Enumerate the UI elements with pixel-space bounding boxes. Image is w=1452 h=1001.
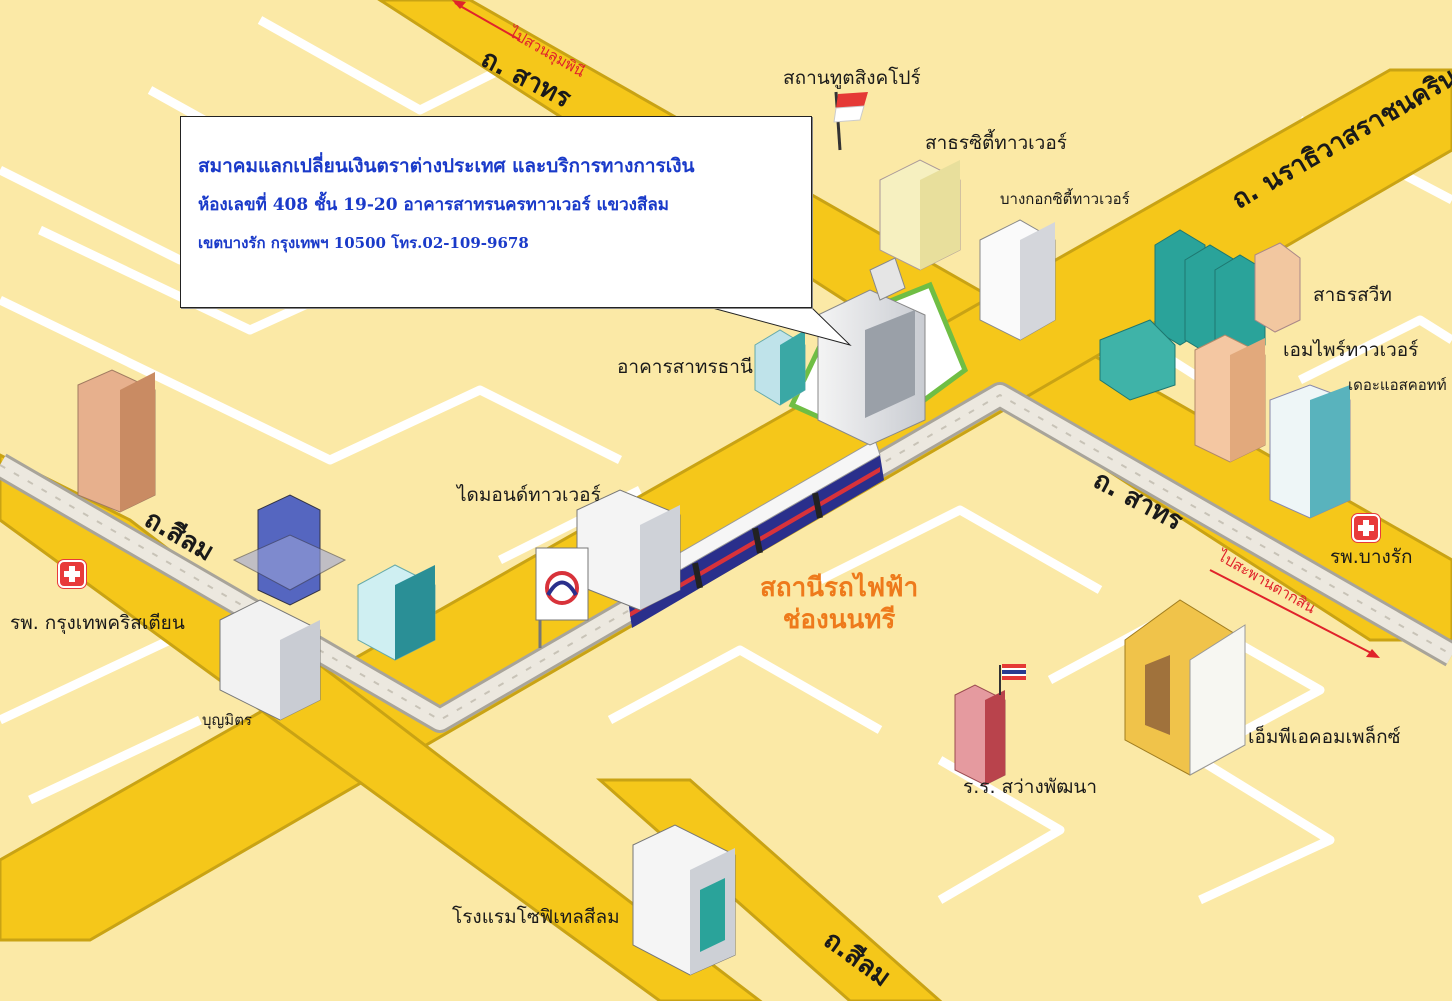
label-singapore-embassy: สถานทูตสิงคโปร์ (783, 67, 921, 89)
boonmitr-building (219, 599, 321, 721)
label-diamond-tower: ไดมอนด์ทาวเวอร์ (457, 484, 601, 506)
lanes (0, 16, 1452, 905)
label-empire-tower: เอมไพร์ทาวเวอร์ (1283, 339, 1419, 361)
teal-building (357, 564, 436, 661)
blue-building (232, 494, 347, 606)
buildings (77, 159, 1351, 976)
label-bangrak-hospital: รพ.บางรัก (1330, 546, 1413, 568)
label-the-ascott: เดอะแอสคอทท์ (1348, 376, 1447, 394)
label-boonmitr: บุญมิตร (202, 711, 252, 729)
sathorn-nakorn-tower (817, 257, 926, 446)
callout-line-3: เขตบางรัก กรุงเทพฯ 10500 โทร.02-109-9678 (198, 234, 529, 252)
left-tall-building (77, 369, 156, 513)
sawang-school (954, 684, 1006, 786)
callout-line-2: ห้องเลขที่ 408 ชั้น 19-20 อาคารสาทรนครทา… (198, 195, 669, 215)
callout-line-1: สมาคมแลกเปลี่ยนเงินตราต่างประเทศ และบริก… (198, 155, 695, 177)
address-callout: สมาคมแลกเปลี่ยนเงินตราต่างประเทศ และบริก… (180, 116, 812, 308)
hospital-icon (58, 560, 86, 588)
bts-logo-icon (535, 547, 589, 648)
bangkok-city-tower (979, 219, 1056, 341)
silom-road (0, 453, 763, 1001)
empire-tower (1194, 334, 1266, 463)
label-sathorn-square: สาธรสวีท (1313, 284, 1392, 306)
label-sawang-school: ร.ร. สว่างพัฒนา (963, 776, 1098, 798)
direction-arrows (452, 0, 1380, 658)
the-ascott (1269, 384, 1351, 519)
bts-train (623, 439, 884, 628)
label-sathorn-city-tower: สาธรซิตี้ทาวเวอร์ (925, 132, 1067, 154)
thai-flag-icon (999, 664, 1026, 695)
station-label-line-2: ช่องนนทรี (782, 605, 896, 635)
sofitel (632, 824, 736, 976)
label-mp-complex: เอ็มพีเอคอมเพล็กซ์ (1248, 726, 1401, 748)
station-label: สถานีรถไฟฟ้า ช่องนนทรี (760, 572, 918, 636)
label-sofitel: โรงแรมโซฟิเทลสีลม (452, 906, 620, 928)
hospital-icon (1352, 514, 1380, 542)
sathorn-thani (754, 329, 806, 406)
label-bangkok-city-tower: บางกอกซิตี้ทาวเวอร์ (1000, 190, 1130, 208)
diamond-tower (576, 489, 681, 611)
station-label-line-1: สถานีรถไฟฟ้า (760, 573, 919, 603)
label-sathorn-thani: อาคารสาทรธานี (617, 356, 753, 378)
mp-complex (1124, 599, 1246, 776)
label-christian-hospital: รพ. กรุงเทพคริสเตียน (10, 612, 185, 634)
singapore-flag-icon (833, 91, 868, 151)
sathorn-city-tower (879, 159, 961, 271)
